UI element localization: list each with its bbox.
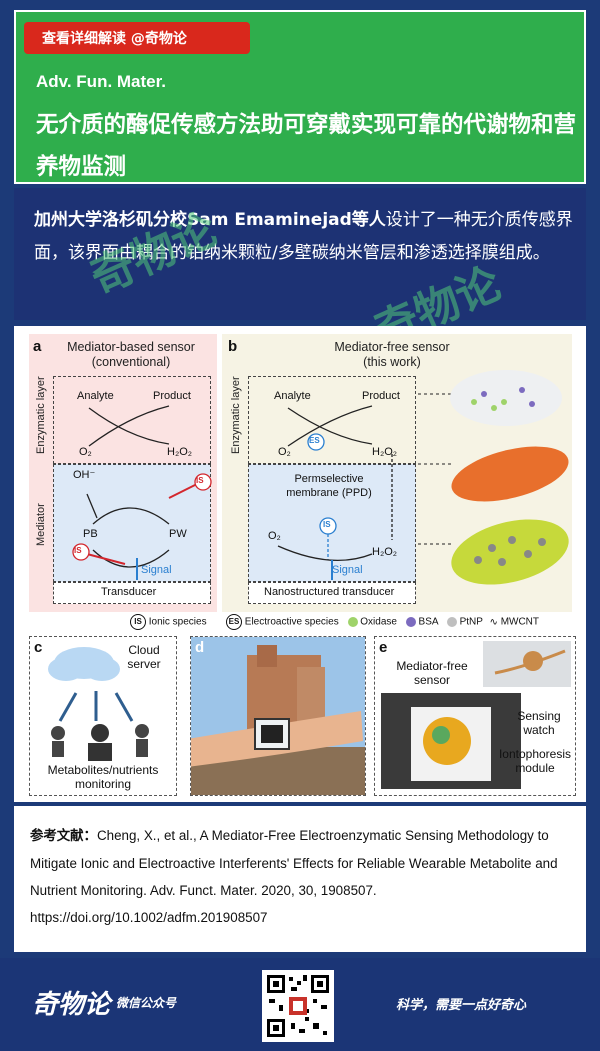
monitoring-caption: Metabolites/nutrients monitoring [47, 763, 159, 791]
ptnp-icon [446, 617, 457, 627]
is-symbol: IS [196, 476, 204, 485]
cloud-server-text: Cloud server [127, 643, 161, 671]
reference-label: 参考文献： [30, 829, 97, 844]
qr-code-icon[interactable] [262, 970, 334, 1042]
o2-text: O₂ [268, 530, 281, 542]
analyte-text: Analyte [77, 390, 114, 402]
mediator-free-sensor-text: Mediator-free sensor [396, 659, 468, 687]
qr-code-graphic [265, 973, 331, 1039]
pw-text: PW [169, 528, 187, 540]
legend-ptnp-label: PtNP [459, 616, 483, 628]
article-title: 无介质的酶促传感方法助可穿戴实现可靠的代谢物和营养物监测 [36, 112, 577, 180]
panel-b: b Mediator-free sensor (this work) Enzym… [222, 334, 572, 612]
brand-subtitle: 微信公众号 [116, 996, 177, 1010]
reference-doi[interactable]: https://doi.org/10.1002/adfm.201908507 [30, 910, 268, 925]
electroactive-species-icon: ES [226, 614, 242, 630]
transducer-box [248, 582, 416, 604]
h2o2-text: H₂O₂ [372, 446, 398, 458]
reference-card: 参考文献：Cheng, X., et al., A Mediator-Free … [14, 806, 586, 952]
legend-items: ES Electroactive species Oxidase BSA PtN… [226, 614, 539, 630]
device-photo [381, 641, 571, 789]
brand-logo-text: 奇物论 [32, 990, 111, 1020]
journal-name: Adv. Fun. Mater. [36, 72, 167, 91]
panel-b-subtitle: (this work) [363, 355, 421, 369]
cloud-diagram [48, 647, 149, 761]
panel-c: c Cloud server Metabolites/nutrients mon… [29, 636, 177, 796]
transducer-text: Transducer [101, 586, 157, 598]
oh-text: OH⁻ [73, 469, 96, 481]
panel-a-title: Mediator-based sensor [67, 340, 195, 354]
panel-e-label: e [379, 639, 388, 656]
panel-d-label: d [195, 639, 205, 656]
h2o2-text: H₂O₂ [372, 546, 398, 558]
is-symbol: IS [323, 520, 331, 529]
signal-text: Signal [141, 564, 172, 576]
mwcnt-icon: ∿ [489, 616, 498, 628]
reference-citation: Cheng, X., et al., A Mediator-Free Elect… [30, 828, 558, 898]
ionic-species-icon: IS [130, 614, 146, 630]
oxidase-icon [347, 617, 358, 627]
panel-a-subtitle: (conventional) [91, 355, 171, 369]
summary-card: 加州大学洛杉矶分校Sam Emaminejad等人设计了一种无介质传感界面，该界… [14, 188, 586, 320]
enzymatic-box [248, 376, 416, 464]
es-symbol: ES [309, 436, 320, 445]
is-symbol: IS [74, 546, 82, 555]
panel-a-label: a [33, 338, 42, 355]
iontophoresis-module-text: Iontophoresis module [498, 747, 572, 775]
product-text: Product [362, 390, 400, 402]
legend-bsa-label: BSA [418, 616, 438, 628]
panel-a-arrows [72, 405, 212, 580]
o2-text: O₂ [278, 446, 291, 458]
legend-ionic: IS Ionic species [130, 614, 207, 630]
summary-text: 加州大学洛杉矶分校Sam Emaminejad等人设计了一种无介质传感界面，该界… [34, 204, 574, 270]
product-text: Product [153, 390, 191, 402]
panel-c-label: c [34, 639, 43, 656]
summary-authors: 加州大学洛杉矶分校Sam Emaminejad等人 [34, 210, 386, 230]
legend-es-label: Electroactive species [244, 616, 339, 628]
slogan-text: 科学，需要一点好奇心 [396, 998, 527, 1013]
sensing-watch-text: Sensing watch [517, 709, 561, 737]
summary-body: 设计了一种无介质传感界面，该界面由耦合的铂纳米颗粒/多壁碳纳米管层和渗透选择膜组… [34, 210, 573, 263]
membrane-text: Permselective membrane (PPD) [286, 473, 372, 499]
footer: 奇物论 微信公众号 科学，需要一点好奇心 [0, 958, 600, 1051]
panel-e: e Mediator-free sensor Sensing watch Ion… [374, 636, 576, 796]
figure-panel: a Mediator-based sensor (conventional) E… [14, 326, 586, 802]
o2-text: O₂ [79, 446, 92, 458]
legend-oxidase-label: Oxidase [360, 616, 397, 628]
reference-text: 参考文献：Cheng, X., et al., A Mediator-Free … [30, 822, 574, 931]
legend-mwcnt-label: MWCNT [500, 616, 540, 628]
h2o2-text: H₂O₂ [167, 446, 193, 458]
enzymatic-box [53, 376, 211, 464]
transducer-box [53, 582, 211, 604]
view-details-button[interactable]: 查看详细解读 @奇物论 [24, 22, 250, 54]
bsa-icon [405, 617, 416, 627]
signal-text: Signal [332, 564, 363, 576]
panel-b-arrows [277, 370, 569, 585]
panel-a: a Mediator-based sensor (conventional) E… [29, 334, 217, 612]
pb-text: PB [83, 528, 98, 540]
panel-b-label: b [228, 338, 238, 355]
transducer-text: Nanostructured transducer [264, 586, 395, 598]
analyte-text: Analyte [274, 390, 311, 402]
mediator-box [53, 464, 211, 582]
panel-b-title: Mediator-free sensor [334, 340, 450, 354]
wrist-photo [191, 637, 365, 795]
panel-d: d [190, 636, 366, 796]
legend-ionic-label: Ionic species [148, 616, 207, 628]
header-card: 查看详细解读 @奇物论 Adv. Fun. Mater. 无介质的酶促传感方法助… [14, 10, 586, 184]
